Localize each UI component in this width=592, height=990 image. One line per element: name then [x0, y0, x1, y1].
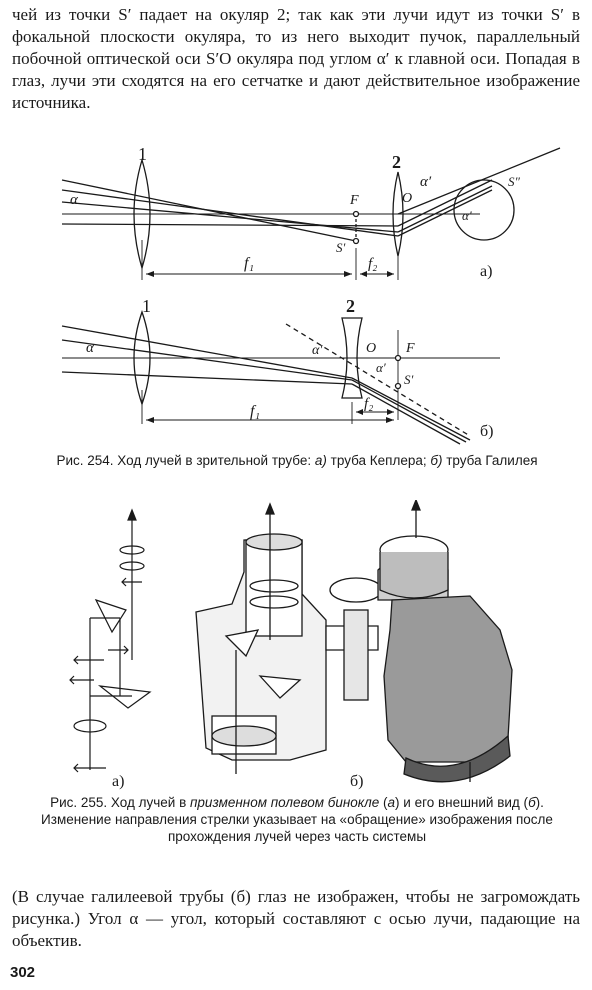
caption-255-prefix: Рис. 255. Ход лучей в	[50, 795, 190, 810]
objective-lens-small	[73, 719, 107, 733]
caption-255-mid1: (	[379, 795, 388, 810]
figure-255: а) б)	[69, 500, 513, 790]
label-panel-b: б)	[480, 423, 493, 440]
label-lens-1: 1	[138, 144, 147, 164]
caption-254-a-text: труба Кеплера;	[326, 453, 431, 468]
label-lens-1-b: 1	[142, 296, 151, 316]
label-f1-b: f₁	[250, 403, 260, 420]
label-S-double: S″	[508, 174, 521, 189]
label-lens-2: 2	[392, 152, 401, 172]
label-S-prime-b: S′	[404, 372, 414, 387]
focus-wheel	[329, 577, 383, 603]
label-f2-a: f₂	[368, 256, 377, 272]
label-f2-b: f₂	[364, 396, 373, 412]
label-panel-a: а)	[480, 263, 492, 280]
eye-circle	[453, 179, 515, 241]
right-housing	[383, 595, 513, 763]
label-alpha-prime: α′	[420, 174, 432, 190]
caption-255-a: а	[387, 795, 396, 810]
caption-254-b: б)	[430, 453, 443, 468]
figure-255-caption: Рис. 255. Ход лучей в призменном полевом…	[14, 794, 580, 845]
prism-upper	[94, 598, 127, 634]
label-lens-2-b: 2	[346, 296, 355, 316]
page-number: 302	[10, 964, 36, 981]
caption-255-rest: ). Изменение направления стрелки указыва…	[41, 795, 553, 844]
body-paragraph-bottom: (В случае галилеевой трубы (б) глаз не и…	[12, 887, 580, 950]
label-f1-a: f₁	[244, 255, 254, 272]
eyepiece-lens-small	[119, 545, 145, 555]
ray	[61, 189, 399, 237]
caption-254-a: а)	[314, 453, 327, 468]
caption-255-italic: призменном полевом бинокле	[190, 795, 380, 810]
caption-255-mid2: ) и его внешний вид (	[395, 795, 529, 810]
figure-254b	[61, 310, 500, 445]
label-O: O	[402, 191, 412, 206]
label-alpha-b: α	[86, 340, 95, 356]
figure-254: 1 2 α α′ α′ F O S′ S″ f₁ f₂ а) 1 2 α α′ …	[61, 144, 561, 445]
figure-254-caption: Рис. 254. Ход лучей в зрительной трубе: …	[14, 452, 580, 469]
focus-shaft	[343, 609, 369, 701]
label-255-panel-b: б)	[350, 773, 363, 790]
label-alpha-prime-b: α′	[312, 343, 323, 358]
figure-255a	[69, 508, 152, 773]
figure-255b	[195, 500, 513, 783]
label-255-panel-a: а)	[112, 773, 124, 790]
figure-254a	[61, 147, 561, 280]
label-alpha: α	[70, 192, 79, 208]
body-paragraph-top: чей из точки S′ падает на окуляр 2; так …	[12, 5, 580, 112]
right-objective-ring	[403, 734, 511, 783]
caption-254-b-text: труба Галилея	[442, 453, 538, 468]
label-alpha-prime-b2: α′	[376, 360, 386, 375]
label-alpha-prime-eye: α′	[462, 208, 472, 223]
label-F-b: F	[405, 341, 415, 356]
label-F: F	[349, 193, 359, 208]
label-S-prime: S′	[336, 240, 346, 255]
eyepiece-lens-b	[341, 317, 363, 399]
caption-254-prefix: Рис. 254. Ход лучей в зрительной трубе:	[56, 453, 315, 468]
label-O-b: O	[366, 341, 376, 356]
caption-255-b: б	[528, 795, 536, 810]
prism-lower	[97, 685, 152, 709]
eyepiece-tube	[245, 539, 303, 637]
